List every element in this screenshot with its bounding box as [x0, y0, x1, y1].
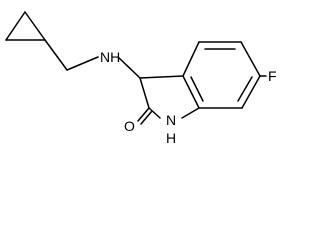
bond-c2-n1 [148, 107, 161, 119]
bond-ring-to-ch2 [44, 39, 68, 71]
bond-cyclopropyl-2 [24, 11, 46, 41]
label-lactam-h: H [166, 130, 176, 146]
label-oxygen: O [124, 118, 135, 134]
bond-c3a-c4 [182, 41, 200, 77]
bond-cyclopropyl-1 [5, 11, 26, 41]
bond-c7a-c3a [182, 75, 200, 109]
label-fluorine: F [268, 68, 277, 84]
bond-carbonyl-2 [140, 110, 153, 125]
bond-inner-c6-c7 [237, 76, 253, 102]
molecule-structure: NH F O N H [5, 11, 277, 146]
bond-c3-c2 [139, 77, 150, 109]
bond-nh-to-c3 [117, 56, 141, 79]
bond-ch2-to-nh [66, 56, 99, 71]
label-amine-nh: NH [100, 49, 120, 65]
label-lactam-n: N [166, 112, 176, 128]
cyclopropyl-ring [5, 11, 46, 41]
bond-carbonyl-1 [137, 107, 150, 122]
bond-n1-c7a [181, 107, 200, 119]
lactam-ring [139, 75, 200, 119]
bond-inner-c7a-c3a [190, 76, 204, 102]
bond-c3-c3a [139, 75, 184, 79]
benzene-ring [182, 41, 261, 109]
bond-c6-c7 [241, 75, 261, 109]
bond-c5-c6 [240, 41, 261, 77]
